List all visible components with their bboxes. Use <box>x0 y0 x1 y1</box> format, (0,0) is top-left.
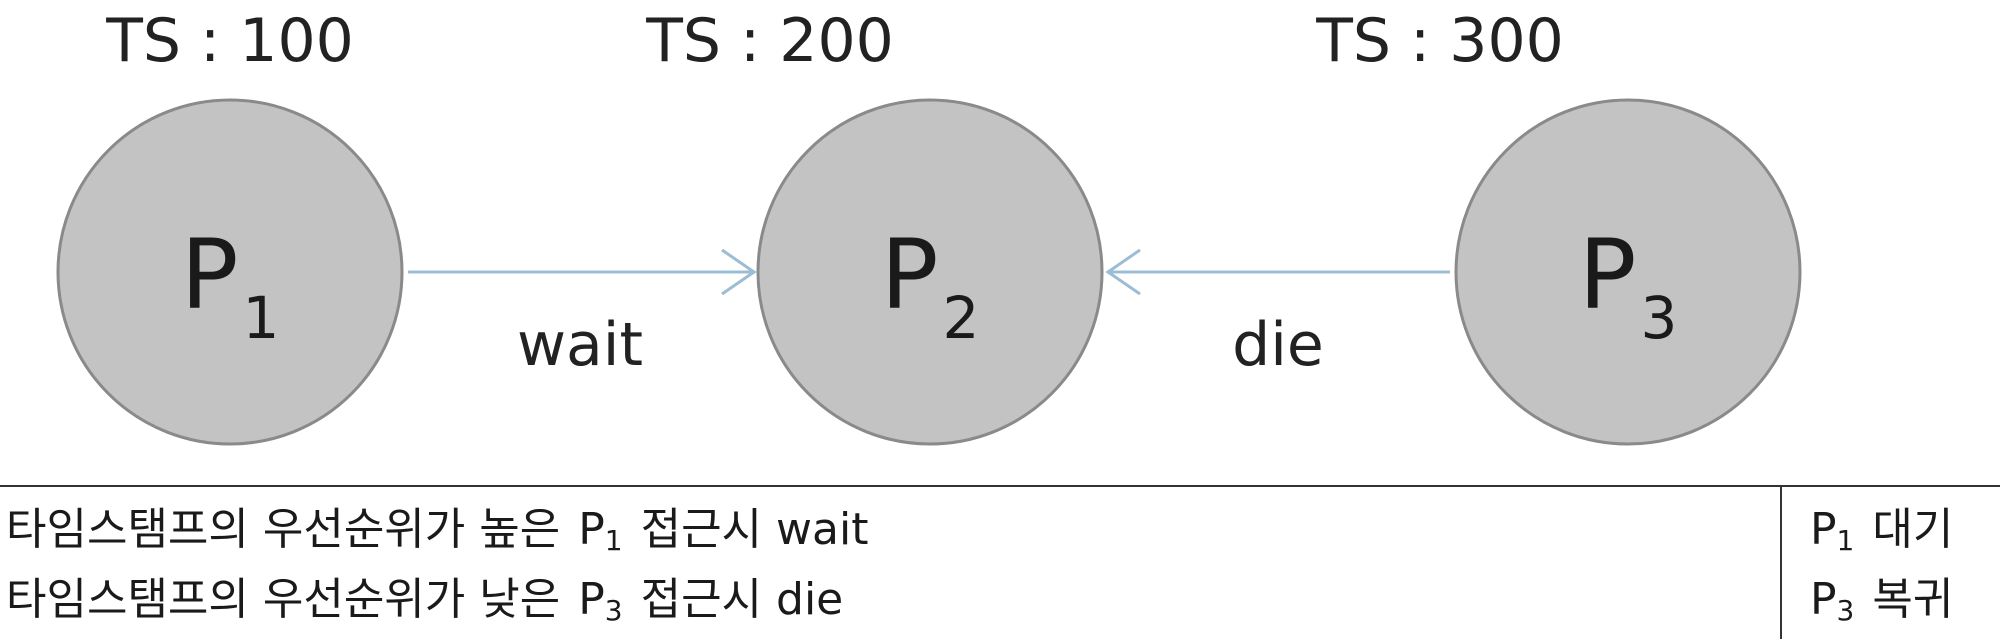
edge-label-wait: wait <box>516 310 644 380</box>
edge-wait-arrowhead <box>721 248 757 296</box>
row-1-result-text: 대기 <box>1872 504 1954 555</box>
row-1-suffix: 접근시 wait <box>640 504 869 555</box>
node-p3-sub: 3 <box>1640 284 1678 352</box>
row-2-suffix: 접근시 die <box>640 574 844 625</box>
ts-label-p2: TS : 200 <box>646 6 894 76</box>
row-1-result-sub: 1 <box>1836 524 1855 557</box>
table-row-1-desc: 타임스탬프의 우선순위가 높은 P1 접근시 wait <box>6 499 868 572</box>
table-row-2-result: P3 복귀 <box>1810 569 1953 642</box>
row-1-process-sub: 1 <box>604 524 623 557</box>
row-1-process: P <box>578 504 605 555</box>
node-label-p2: P2 <box>780 220 1080 373</box>
row-2-process-sub: 3 <box>604 594 623 627</box>
table-divider <box>1780 487 1782 639</box>
node-p3 <box>1454 98 1802 446</box>
node-p2 <box>756 98 1104 446</box>
node-p1-name: P <box>180 219 239 331</box>
ts-label-p3: TS : 300 <box>1316 6 1564 76</box>
row-2-result-text: 복귀 <box>1872 574 1954 625</box>
diagram-canvas <box>56 98 1802 446</box>
row-1-result-process: P <box>1810 504 1837 555</box>
node-p2-name: P <box>880 219 939 331</box>
row-2-process: P <box>578 574 605 625</box>
node-p1-sub: 1 <box>242 284 280 352</box>
node-p2-sub: 2 <box>942 284 980 352</box>
row-2-prefix: 타임스탬프의 우선순위가 낮은 <box>6 574 561 625</box>
row-2-result-sub: 3 <box>1836 594 1855 627</box>
table-row-1-result: P1 대기 <box>1810 499 1953 572</box>
ts-label-p1: TS : 100 <box>106 6 354 76</box>
edge-die-arrowhead <box>1105 248 1141 296</box>
node-label-p3: P3 <box>1478 220 1778 373</box>
table-row-2-desc: 타임스탬프의 우선순위가 낮은 P3 접근시 die <box>6 569 843 642</box>
node-label-p1: P1 <box>80 220 380 373</box>
node-p1 <box>56 98 404 446</box>
row-2-result-process: P <box>1810 574 1837 625</box>
row-1-prefix: 타임스탬프의 우선순위가 높은 <box>6 504 561 555</box>
edge-label-die: die <box>1232 310 1324 380</box>
node-p3-name: P <box>1578 219 1637 331</box>
